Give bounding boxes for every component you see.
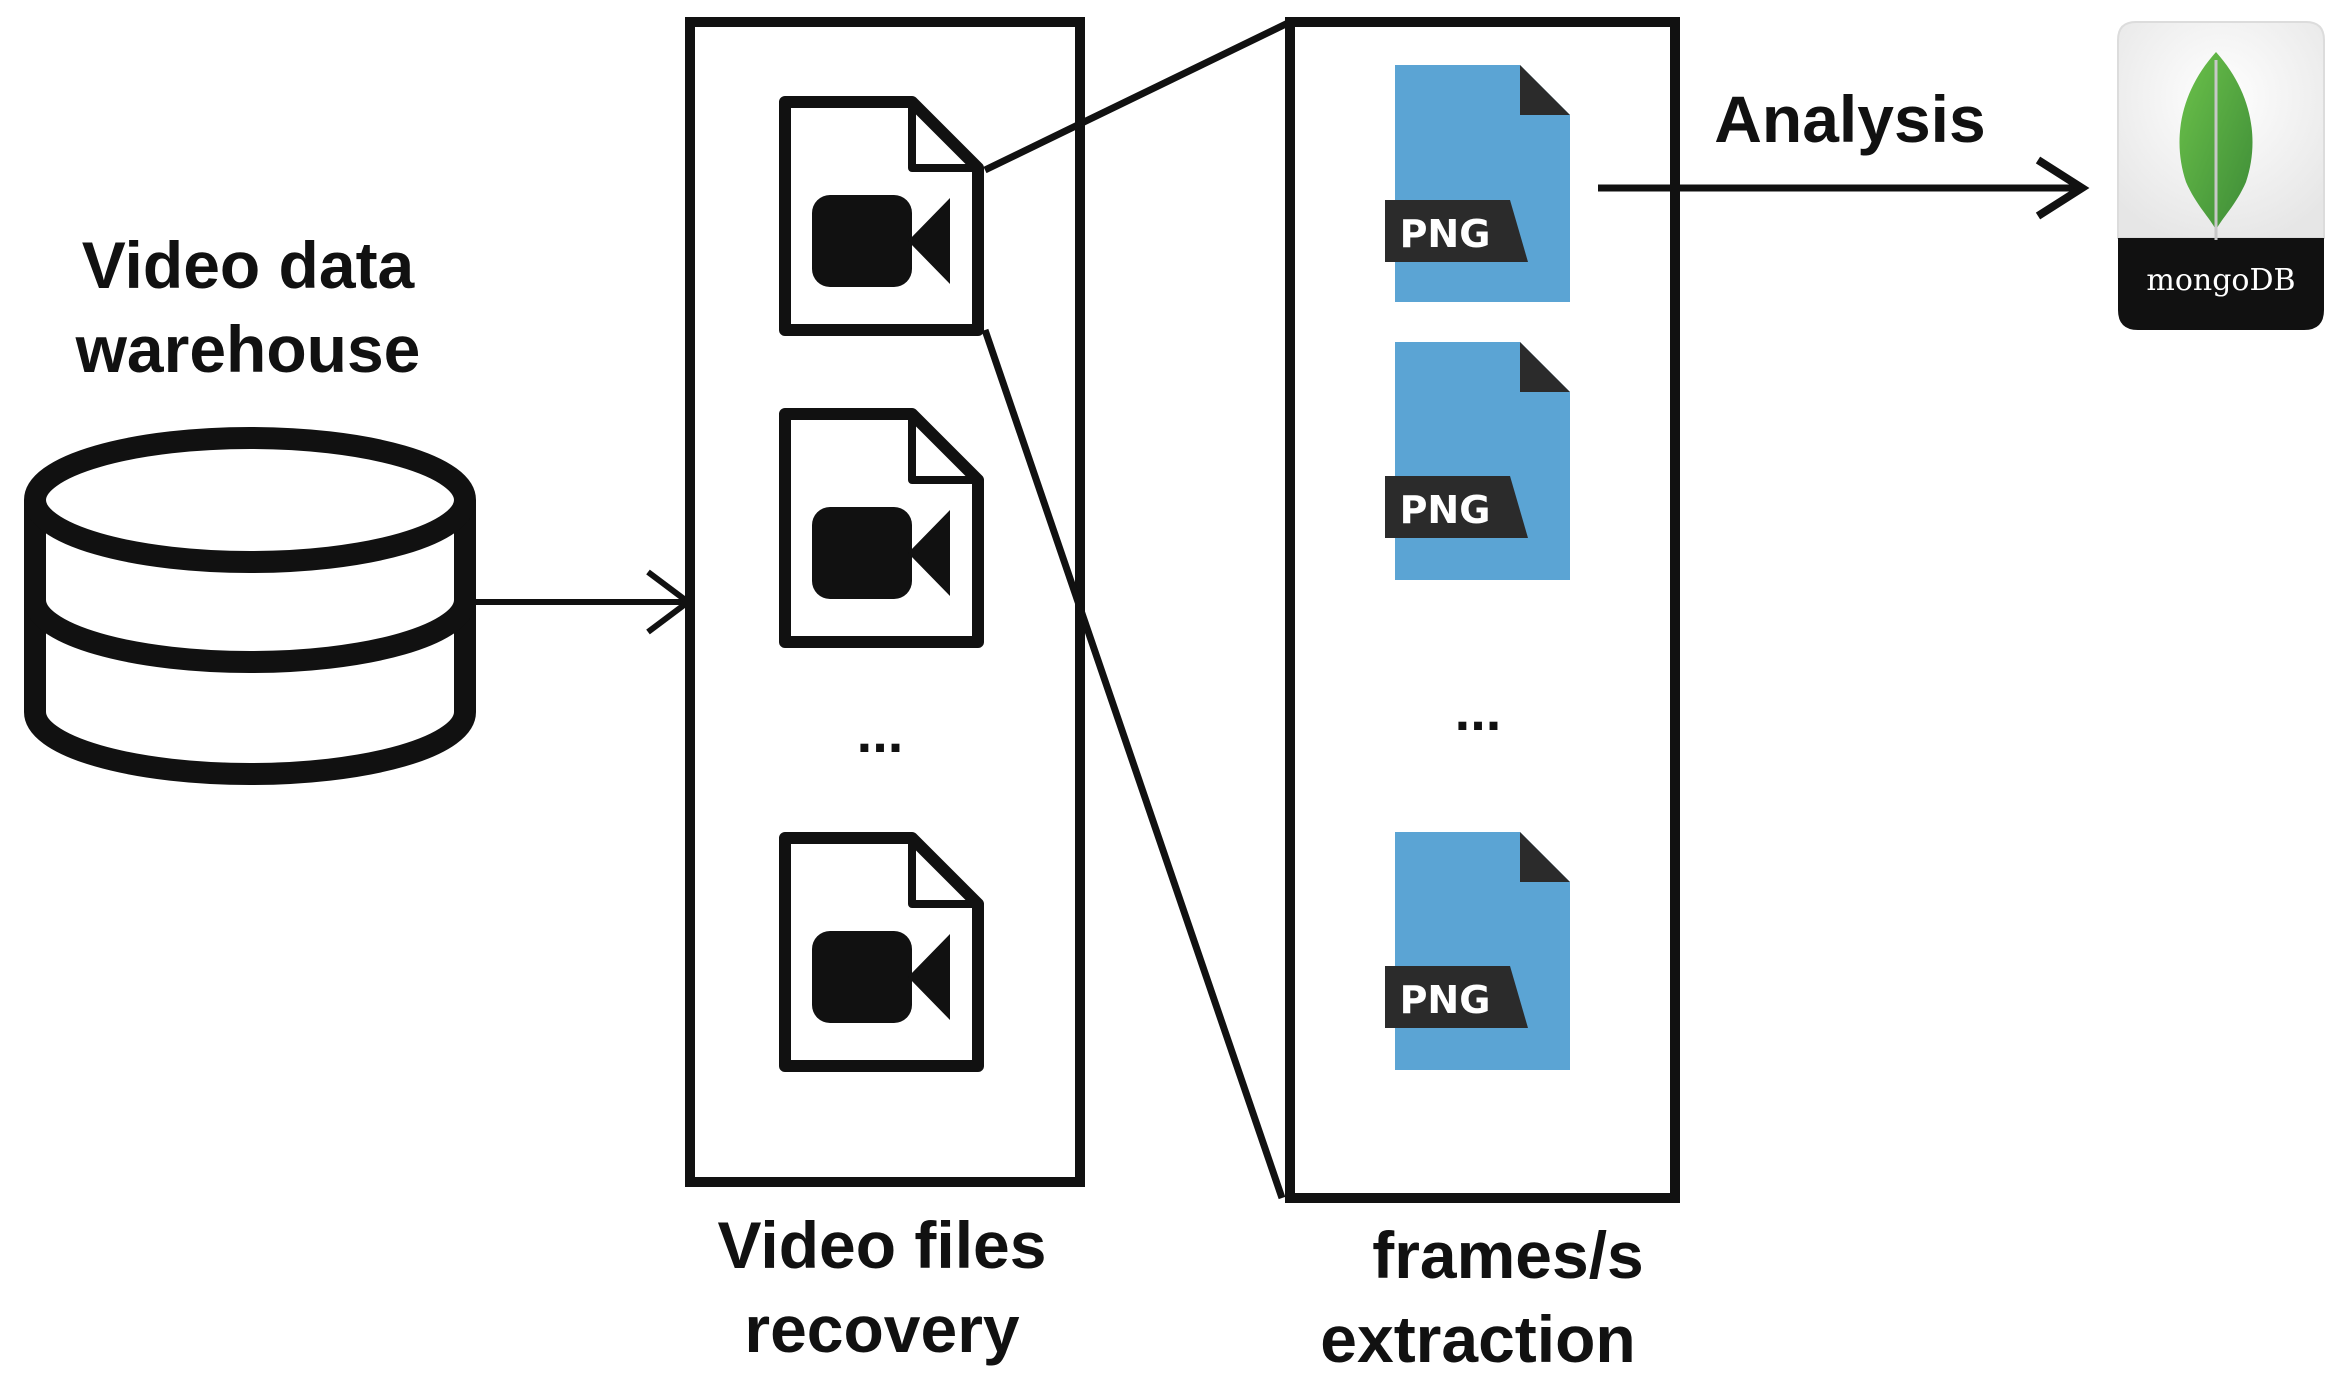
recovery-label-line1: Video files: [718, 1208, 1047, 1282]
zoom-line-top: [983, 18, 1292, 174]
png-file-icon: PNG: [1385, 832, 1570, 1070]
database-icon: [24, 427, 476, 785]
frames-ellipsis: ...: [1455, 679, 1502, 742]
video-file-icon: [779, 96, 984, 336]
video-file-icon: [779, 832, 984, 1072]
mongodb-text: mongoDB: [2146, 263, 2295, 298]
recovery-label-line2: recovery: [744, 1292, 1020, 1366]
png-badge-text: PNG: [1400, 488, 1491, 532]
video-files-ellipsis: ...: [857, 701, 904, 764]
png-badge-text: PNG: [1400, 978, 1491, 1022]
warehouse-label-line1: Video data: [82, 228, 416, 302]
mongodb-logo-icon: mongoDB: [2117, 21, 2325, 330]
zoom-line-bottom: [981, 328, 1286, 1200]
png-file-icon: PNG: [1385, 342, 1570, 580]
png-file-icon: PNG: [1385, 65, 1570, 302]
arrow-to-mongodb-head: [2035, 156, 2090, 220]
extraction-label-line1: frames/s: [1372, 1218, 1644, 1292]
png-badge-text: PNG: [1400, 212, 1491, 256]
frames-panel: [1285, 17, 1680, 1203]
video-file-icon: [779, 408, 984, 648]
extraction-label-line2: extraction: [1320, 1302, 1635, 1376]
analysis-label: Analysis: [1714, 82, 1985, 156]
warehouse-label-line2: warehouse: [75, 312, 421, 386]
